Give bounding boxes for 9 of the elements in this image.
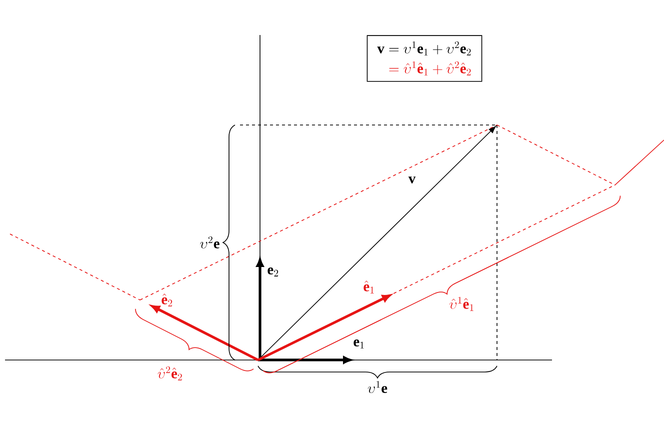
vector-label: $\hat{\upsilon}^2\hat{\mathbf{e}}_2$	[158, 366, 182, 380]
vector-label: $\mathbf{e}_2$	[268, 268, 278, 276]
equation-box: $\mathbf{v}=\upsilon^1\mathbf{e}_1+\upsilon^2\mathbf{e}_2$ $=\hat{\upsilon}^1\hat{\mathbf{e}}_1+\hat{\upsilon}^2\hat{\mathbf{e}}_2$	[366, 35, 482, 82]
vector-label: $\mathbf{v}$	[408, 176, 416, 184]
vector-label: $\hat{\upsilon}^1\hat{\mathbf{e}}_1$	[450, 296, 474, 311]
vector-label: $\hat{\mathbf{e}}_1$	[364, 280, 374, 294]
vector-label: $\upsilon^1\mathbf{e}$	[368, 380, 388, 393]
vector-label: $\upsilon^2\mathbf{e}$	[200, 236, 220, 248]
vector-label: $\hat{\mathbf{e}}_2$	[162, 294, 172, 306]
